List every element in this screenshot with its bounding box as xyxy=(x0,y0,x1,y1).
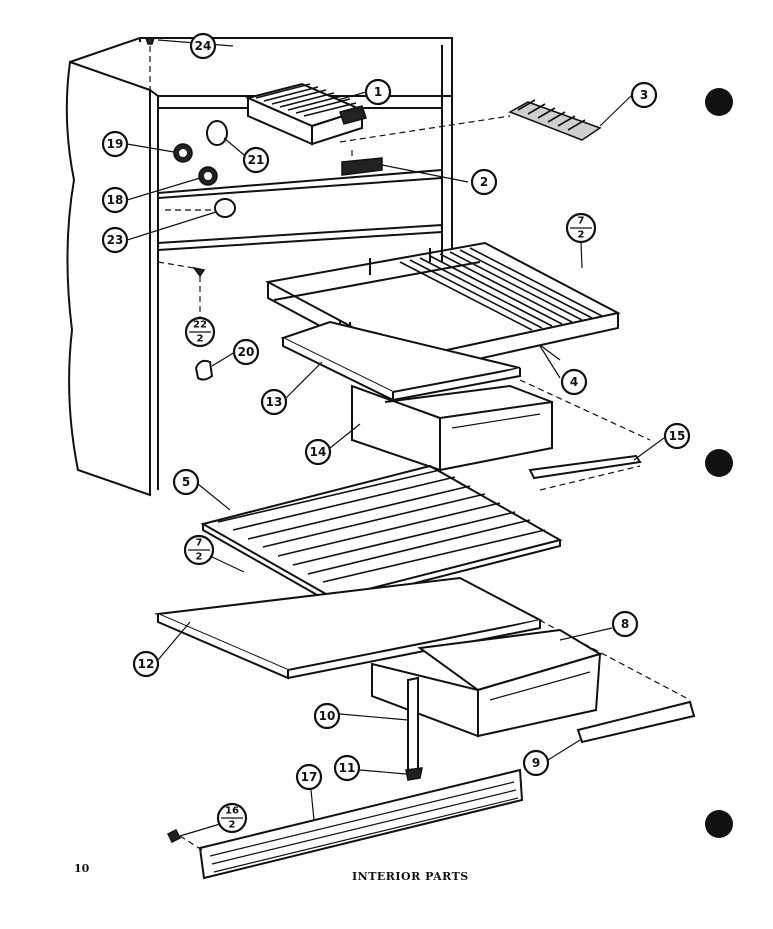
svg-text:3: 3 xyxy=(640,88,648,102)
callout-5: 5 xyxy=(172,468,200,496)
part-14-crisper xyxy=(351,379,651,472)
part-5-wire-shelf xyxy=(200,464,563,606)
callout-12: 12 xyxy=(132,650,160,678)
svg-text:2: 2 xyxy=(578,230,585,241)
part-13-glass-shelf xyxy=(280,320,521,402)
callout-8: 8 xyxy=(611,610,639,638)
callout-17: 17 xyxy=(295,763,323,791)
callout-23: 23 xyxy=(101,226,129,254)
part-10-support xyxy=(405,676,423,781)
svg-text:2: 2 xyxy=(197,334,204,345)
part-1-freezer-tray xyxy=(244,82,367,146)
svg-text:20: 20 xyxy=(238,345,255,359)
svg-text:1: 1 xyxy=(374,85,382,99)
callout-20: 20 xyxy=(232,338,260,366)
part-15-rail xyxy=(528,454,642,491)
callout-3: 3 xyxy=(630,81,658,109)
part-17-grille xyxy=(166,768,524,880)
svg-text:7: 7 xyxy=(578,216,585,227)
fraction-callouts: 7 2 22 2 7 2 16 2 xyxy=(179,212,597,837)
part-12-glass-shelf xyxy=(154,576,691,701)
svg-text:2: 2 xyxy=(229,820,236,831)
leader-lines xyxy=(126,39,665,821)
svg-text:2: 2 xyxy=(480,175,488,189)
cabinet xyxy=(65,37,453,497)
callout-11: 11 xyxy=(333,754,361,782)
part-9-rail xyxy=(576,700,696,744)
binder-hole-top xyxy=(705,88,733,116)
callout-2: 2 xyxy=(470,168,498,196)
svg-text:7: 7 xyxy=(196,538,203,549)
fraction-7-2-upper: 7 2 xyxy=(565,212,597,244)
svg-text:2: 2 xyxy=(196,552,203,563)
callouts: 24 1 3 19 21 2 18 23 20 4 13 14 15 5 8 1… xyxy=(101,32,691,791)
callout-15: 15 xyxy=(663,422,691,450)
callout-19: 19 xyxy=(101,130,129,158)
svg-text:18: 18 xyxy=(107,193,124,207)
svg-text:9: 9 xyxy=(532,756,540,770)
callout-13: 13 xyxy=(260,388,288,416)
svg-text:11: 11 xyxy=(339,761,356,775)
part-2-bracket xyxy=(341,150,383,176)
callout-10: 10 xyxy=(313,702,341,730)
fraction-22-2: 22 2 xyxy=(184,316,216,348)
binder-hole-bottom xyxy=(705,810,733,838)
svg-text:8: 8 xyxy=(621,617,629,631)
part-22-screw-part-20-clip xyxy=(157,261,214,381)
svg-text:22: 22 xyxy=(193,320,207,331)
svg-text:23: 23 xyxy=(107,233,124,247)
part-3-ice-tray xyxy=(339,99,602,143)
svg-text:15: 15 xyxy=(669,429,686,443)
svg-text:10: 10 xyxy=(319,709,336,723)
diagram-caption: INTERIOR PARTS xyxy=(352,870,469,883)
part-8-crisper xyxy=(371,628,603,738)
svg-text:19: 19 xyxy=(107,137,124,151)
svg-text:21: 21 xyxy=(248,153,265,167)
callout-14: 14 xyxy=(304,438,332,466)
svg-text:24: 24 xyxy=(195,39,212,53)
controls xyxy=(165,120,236,218)
svg-text:13: 13 xyxy=(266,395,283,409)
callout-18: 18 xyxy=(101,186,129,214)
svg-text:12: 12 xyxy=(138,657,155,671)
fraction-7-2-lower: 7 2 xyxy=(183,534,215,566)
callout-24: 24 xyxy=(189,32,217,60)
svg-text:14: 14 xyxy=(310,445,327,459)
part-24-screw xyxy=(144,37,156,90)
page-number: 10 xyxy=(74,862,90,875)
fraction-16-2: 16 2 xyxy=(216,802,248,834)
callout-9: 9 xyxy=(522,749,550,777)
callout-4: 4 xyxy=(560,368,588,396)
svg-text:17: 17 xyxy=(301,770,318,784)
svg-text:4: 4 xyxy=(570,375,578,389)
binder-hole-middle xyxy=(705,449,733,477)
svg-text:16: 16 xyxy=(225,806,239,817)
callout-1: 1 xyxy=(364,78,392,106)
callout-21: 21 xyxy=(242,146,270,174)
svg-text:5: 5 xyxy=(182,475,190,489)
